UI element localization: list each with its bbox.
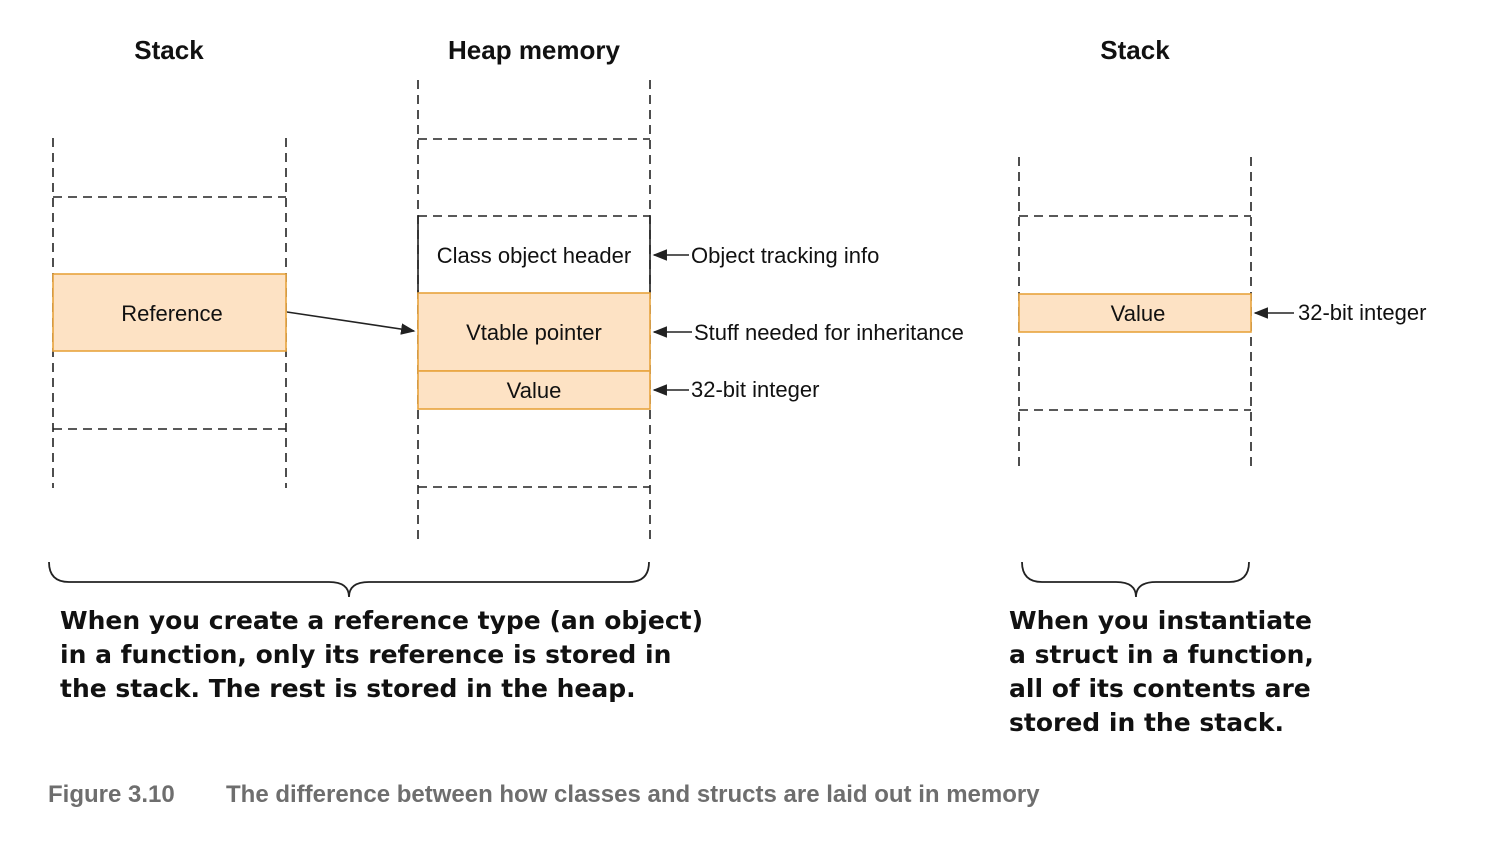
figure-number: Figure 3.10: [48, 781, 175, 808]
header-annotation: Object tracking info: [691, 243, 879, 268]
class-note-line: in a function, only its reference is sto…: [60, 640, 671, 669]
class-note-line: When you create a reference type (an obj…: [60, 606, 703, 635]
heap-annotations: Object tracking info Stuff needed for in…: [652, 243, 964, 402]
heap-memory: Heap memory Class object header Vtable p…: [417, 35, 651, 545]
left-stack-heading: Stack: [134, 35, 204, 65]
struct-note-line: stored in the stack.: [1009, 708, 1284, 737]
class-header-label: Class object header: [437, 243, 631, 268]
struct-brace: [1021, 561, 1250, 598]
heap-value-annotation: 32-bit integer: [691, 377, 819, 402]
figure-caption: Figure 3.10 The difference between how c…: [48, 781, 1040, 808]
heap-value-cell: [417, 370, 651, 410]
right-stack-heading: Stack: [1100, 35, 1170, 65]
class-brace: [48, 561, 650, 598]
caption-text: The difference between how classes and s…: [226, 781, 1040, 808]
struct-note-line: When you instantiate: [1009, 606, 1312, 635]
reference-label: Reference: [121, 301, 223, 326]
left-stack: Stack Reference: [52, 35, 287, 488]
struct-note-line: all of its contents are: [1009, 674, 1311, 703]
right-stack: Stack Value: [1018, 35, 1252, 468]
heap-value-label: Value: [507, 378, 562, 403]
struct-note: When you instantiate a struct in a funct…: [1009, 606, 1314, 737]
struct-value-annotation: 32-bit integer: [1298, 300, 1426, 325]
reference-cell: [52, 273, 287, 352]
struct-note-line: a struct in a function,: [1009, 640, 1314, 669]
heap-heading: Heap memory: [448, 35, 620, 65]
class-note: When you create a reference type (an obj…: [60, 606, 703, 703]
struct-value-cell: [1018, 293, 1252, 333]
vtable-label: Vtable pointer: [466, 320, 602, 345]
reference-pointer-arrow: [286, 311, 416, 335]
vtable-annotation: Stuff needed for inheritance: [694, 320, 964, 345]
struct-value-label: Value: [1111, 301, 1166, 326]
class-note-line: the stack. The rest is stored in the hea…: [60, 674, 636, 703]
